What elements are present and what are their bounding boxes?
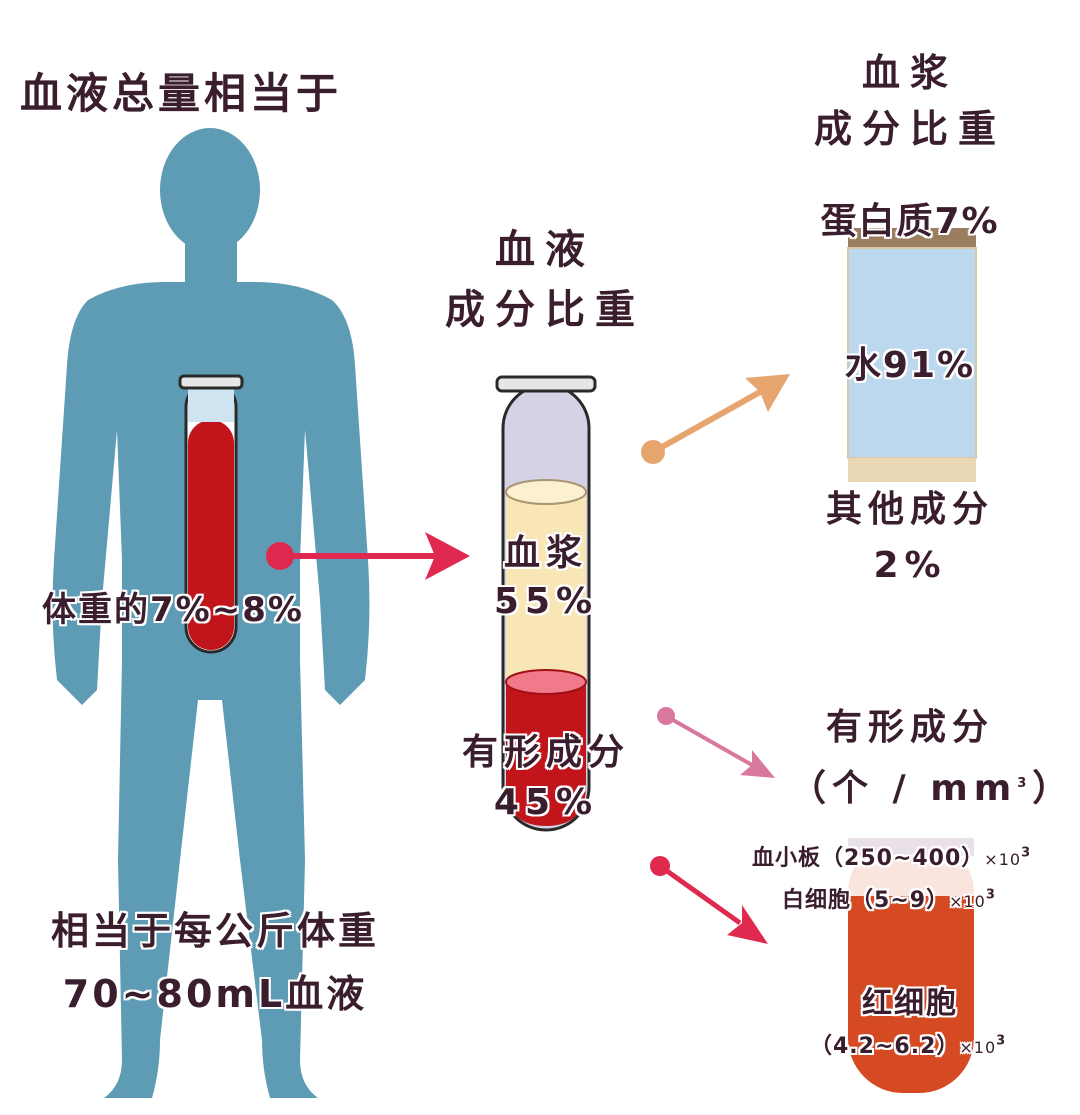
bottom-note-line1: 相当于每公斤体重: [50, 909, 379, 953]
arrow-to-cells: [650, 856, 768, 944]
rbc-range: （4.2~6.2）: [810, 1034, 960, 1059]
platelet-label: 血小板（250~400）×103: [752, 840, 1031, 872]
arrow-body-to-tube: [266, 532, 470, 580]
wbc-exp: 3: [985, 887, 996, 903]
rbc-name: 红细胞: [862, 986, 958, 1021]
plasma-share-value: 55%: [493, 581, 599, 622]
formed-heading: 有形成分 （个 / mm3）: [790, 700, 1068, 817]
plasma-share-name: 血浆: [503, 533, 588, 574]
formed-share-label: 有形成分 45%: [446, 728, 646, 828]
page-title: 血液总量相当于: [20, 69, 343, 118]
formed-heading-title: 有形成分: [825, 707, 994, 748]
unit-exponent: 3: [1017, 776, 1033, 791]
unit-open: （个 / mm: [790, 768, 1018, 809]
rbc-exp: 3: [996, 1033, 1007, 1049]
platelet-name: 血小板: [752, 846, 822, 871]
body-percent-label: 体重的7%~8%: [42, 590, 304, 630]
rbc-range-label: （4.2~6.2）×103: [810, 1028, 1006, 1060]
wbc-name: 白细胞: [782, 888, 852, 913]
wbc-range: （5~9）: [851, 888, 950, 913]
plasma-heading-line1: 血浆: [861, 51, 958, 95]
blood-heading: 血液 成分比重: [430, 220, 660, 340]
other-label: 其他成分 2%: [790, 482, 1030, 594]
formed-heading-unit: （个 / mm3）: [790, 756, 1068, 817]
plasma-composition-bar: [847, 228, 977, 482]
unit-close: ）: [1032, 768, 1075, 809]
plasma-share-label: 血浆 55%: [446, 530, 646, 626]
protein-label: 蛋白质7%: [820, 201, 1000, 242]
blood-heading-line1: 血液: [495, 227, 595, 273]
rbc-mult: ×10: [959, 1038, 997, 1057]
bottom-note: 相当于每公斤体重 70~80mL血液: [0, 900, 430, 1018]
wbc-mult: ×10: [949, 892, 986, 911]
arrow-to-formed: [657, 707, 775, 778]
formed-elements-tube: [848, 838, 974, 1093]
platelet-exp: 3: [1021, 845, 1032, 861]
formed-share-name: 有形成分: [461, 732, 630, 773]
human-body-silhouette: [52, 128, 370, 1098]
blood-heading-line2: 成分比重: [445, 287, 645, 333]
arrow-to-plasma: [641, 374, 790, 464]
plasma-heading: 血浆 成分比重: [800, 45, 1020, 157]
blood-composition-tube: [495, 375, 597, 832]
water-label: 水91%: [844, 345, 976, 386]
body-blood-tube: [178, 374, 244, 654]
platelet-range: （250~400）: [821, 846, 985, 871]
plasma-heading-line2: 成分比重: [813, 107, 1006, 151]
wbc-label: 白细胞（5~9）×103: [782, 882, 996, 914]
platelet-mult: ×10: [984, 850, 1022, 869]
formed-share-value: 45%: [493, 782, 599, 823]
other-label-name: 其他成分: [825, 489, 994, 530]
other-label-value: 2%: [873, 545, 947, 586]
bottom-note-line2: 70~80mL血液: [62, 972, 368, 1016]
